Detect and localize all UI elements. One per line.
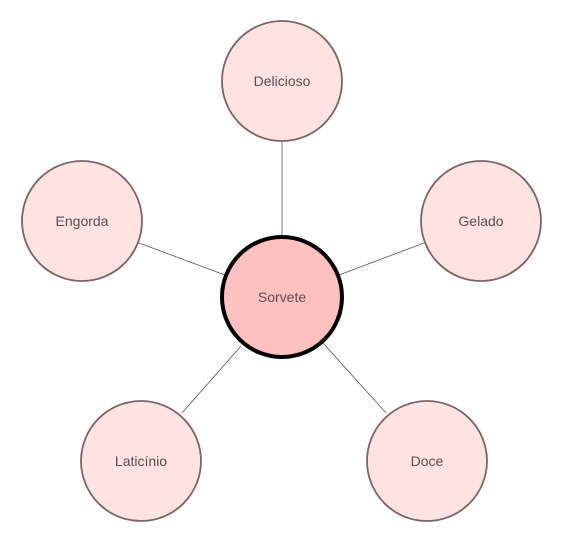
- node-engorda-label: Engorda: [56, 213, 109, 229]
- node-laticinio-circle: [80, 400, 202, 522]
- node-doce-circle: [366, 400, 488, 522]
- node-gelado-label: Gelado: [458, 213, 503, 229]
- connector-doce: [322, 342, 387, 414]
- node-engorda-circle: [21, 160, 143, 282]
- node-gelado[interactable]: Gelado: [420, 160, 542, 282]
- connector-gelado: [338, 242, 425, 276]
- node-sorvete-center[interactable]: Sorvete: [220, 235, 344, 359]
- node-sorvete-label: Sorvete: [258, 289, 306, 305]
- node-sorvete-circle: [220, 235, 344, 359]
- node-engorda[interactable]: Engorda: [21, 160, 143, 282]
- node-laticinio-label: Laticínio: [115, 453, 167, 469]
- node-gelado-circle: [420, 160, 542, 282]
- connector-engorda: [138, 242, 226, 276]
- node-delicioso-label: Delicioso: [254, 73, 311, 89]
- node-doce-label: Doce: [411, 453, 444, 469]
- node-delicioso-circle: [221, 20, 343, 142]
- connector-laticinio: [181, 345, 242, 414]
- node-doce[interactable]: Doce: [366, 400, 488, 522]
- node-laticinio[interactable]: Laticínio: [80, 400, 202, 522]
- node-delicioso[interactable]: Delicioso: [221, 20, 343, 142]
